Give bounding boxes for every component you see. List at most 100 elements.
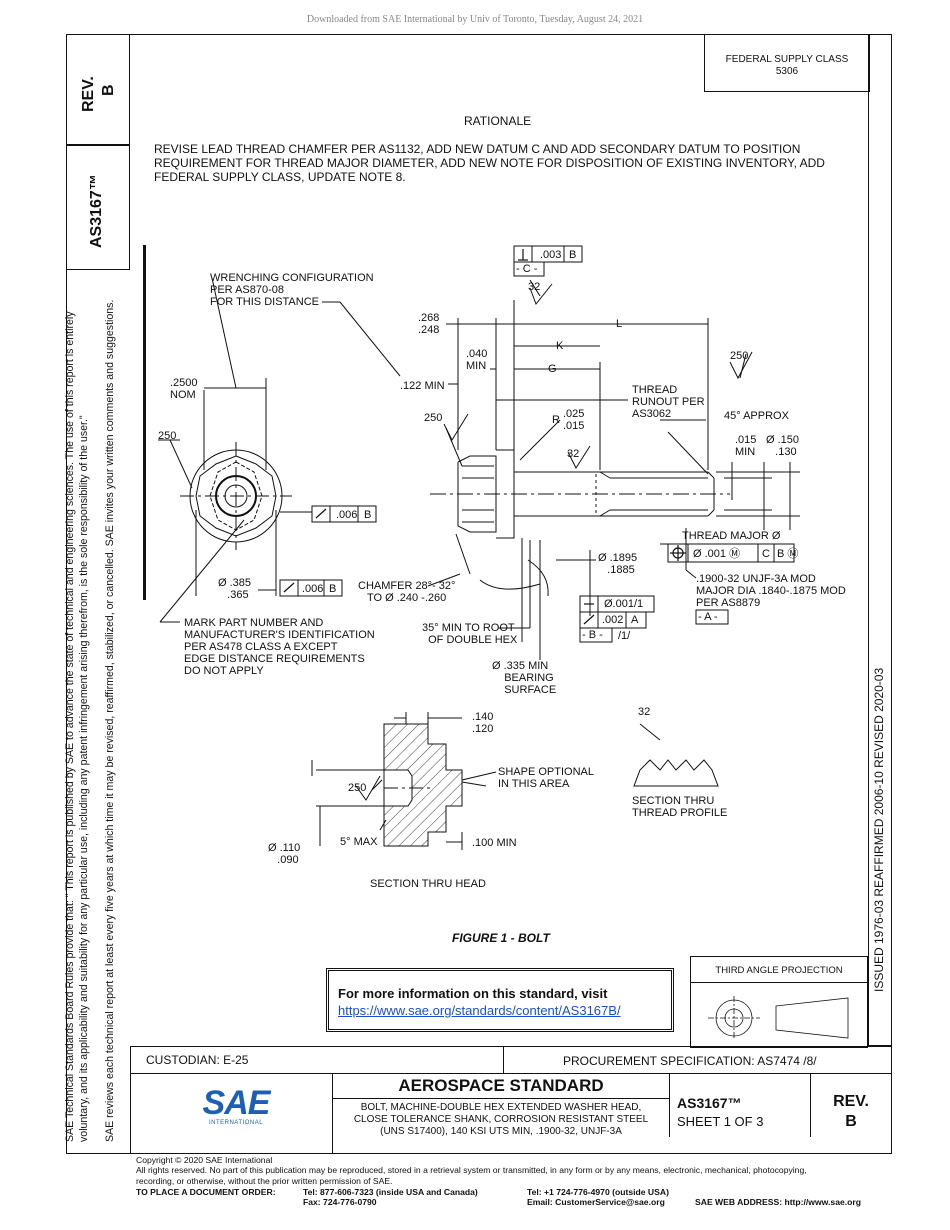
sae-logo-letters: SAE: [202, 1084, 271, 1122]
datum-c: - C -: [516, 263, 538, 275]
min-100: .100 MIN: [472, 837, 517, 849]
dia-1895: Ø .1895 .1885: [598, 552, 638, 576]
email: Email: CustomerService@sae.org: [527, 1197, 665, 1207]
section-thread-caption: SECTION THRU THREAD PROFILE: [632, 795, 728, 819]
tel-us: Tel: 877-606-7323 (inside USA and Canada…: [303, 1187, 478, 1197]
info-box-title: For more information on this standard, v…: [338, 986, 608, 1001]
sae-logo-sub: INTERNATIONAL: [208, 1120, 264, 1126]
dia-110: Ø .110 .090: [268, 842, 301, 866]
web-address: SAE WEB ADDRESS: http://www.sae.org: [695, 1197, 861, 1207]
side-view-bolt: [311, 279, 800, 850]
fsc-value: 5306: [775, 66, 799, 77]
surface-32-c: 32: [638, 706, 651, 718]
copyright: Copyright © 2020 SAE International: [136, 1155, 273, 1165]
perp-datum: B: [569, 249, 577, 261]
fsc-label: FEDERAL SUPPLY CLASS: [725, 54, 849, 65]
runout-tolerance-2: .006: [302, 583, 324, 595]
end-view-double-hex: [158, 277, 401, 623]
procurement-spec: PROCUREMENT SPECIFICATION: AS7474 /8/: [563, 1054, 817, 1068]
shape-optional-note: SHAPE OPTIONAL IN THIS AREA: [498, 766, 594, 790]
download-notice: Downloaded from SAE International by Uni…: [306, 14, 644, 25]
rationale-title: RATIONALE: [464, 114, 532, 128]
title-block: [130, 1046, 892, 1154]
root-35-note: 35° MIN TO ROOT OF DOUBLE HEX: [422, 622, 518, 646]
sae-logo: SAE INTERNATIONAL: [196, 1086, 276, 1126]
dim-G: G: [548, 363, 557, 375]
dim-268: .268 .248: [418, 312, 440, 336]
tel-outside: Tel: +1 724-776-4970 (outside USA): [527, 1187, 669, 1197]
dim-122: .122 MIN: [400, 380, 445, 392]
rights-line-1: All rights reserved. No part of this pub…: [136, 1165, 807, 1175]
radius-label: R: [552, 414, 560, 426]
fsc-box: [704, 34, 870, 92]
dia-385: Ø .385 .365: [218, 577, 252, 601]
title-rev-label: REV.: [833, 1093, 869, 1110]
max-5: 5° MAX: [340, 836, 378, 848]
position-datum-c: C: [762, 548, 770, 560]
mark-part-note: MARK PART NUMBER AND MANUFACTURER'S IDEN…: [184, 617, 375, 677]
projection-symbol-icon: [708, 996, 849, 1040]
custodian: CUSTODIAN: E-25: [146, 1053, 249, 1067]
standard-underline: [333, 1098, 669, 1099]
fax: Fax: 724-776-0790: [303, 1197, 377, 1207]
datum-b: - B -: [582, 629, 603, 641]
thread-major-label: THREAD MAJOR Ø: [682, 530, 781, 542]
title-doc-number: AS3167™: [677, 1095, 742, 1111]
surface-250-c: 250: [424, 412, 443, 424]
runout-tolerance-3: .002: [602, 614, 624, 626]
aerospace-standard: AEROSPACE STANDARD: [398, 1076, 604, 1095]
history-strip: [868, 34, 892, 1046]
position-tolerance: Ø .001 Ⓜ: [693, 548, 741, 560]
surface-250-b: 250: [730, 350, 749, 362]
dim-140: .140 .120: [472, 711, 494, 735]
title-rev-value: B: [845, 1113, 857, 1130]
position-datum-b: B Ⓜ: [777, 548, 799, 560]
min-015: .015 MIN: [735, 434, 757, 458]
dim-040: .040 MIN: [466, 348, 488, 372]
title-row-divider: [130, 1073, 892, 1074]
thread-runout-note: THREAD RUNOUT PER AS3062: [632, 384, 705, 420]
custodian-divider: [503, 1046, 504, 1073]
runout-datum-2: B: [329, 583, 337, 595]
section-head-caption: SECTION THRU HEAD: [370, 878, 486, 890]
surface-32-b: 32: [567, 448, 580, 460]
dim-K: K: [556, 340, 564, 352]
sheet-number: SHEET 1 OF 3: [677, 1114, 764, 1129]
doc-divider: [669, 1073, 670, 1137]
flatness-tolerance: Ø.001/1: [604, 598, 644, 610]
projection-label: THIRD ANGLE PROJECTION: [715, 965, 843, 976]
logo-divider: [332, 1073, 333, 1154]
rationale-text: REVISE LEAD THREAD CHAMFER PER AS1132, A…: [154, 142, 825, 184]
bearing-note: Ø .335 MIN BEARING SURFACE: [492, 660, 557, 696]
surface-32-a: 32: [528, 281, 541, 293]
rights-line-2: recording, or otherwise, without the pri…: [136, 1176, 393, 1186]
approx-45: 45° APPROX: [724, 410, 789, 422]
order-label: TO PLACE A DOCUMENT ORDER:: [136, 1187, 276, 1197]
chamfer-note: CHAMFER 28°- 32° TO Ø .240 -.260: [358, 580, 456, 604]
perp-tolerance: .003: [540, 249, 562, 261]
revision-bar: [143, 245, 146, 600]
wrenching-note: WRENCHING CONFIGURATION PER AS870-08 FOR…: [210, 272, 374, 308]
note-1-flag: /1/: [618, 630, 631, 642]
info-box: [326, 968, 674, 1032]
figure-caption: FIGURE 1 - BOLT: [452, 931, 550, 945]
radius-values: .025 .015: [563, 408, 585, 432]
dim-L: L: [616, 318, 623, 330]
runout-datum-1: B: [364, 509, 372, 521]
rev-box: [66, 34, 130, 145]
surface-250-d: 250: [348, 782, 367, 794]
doc-number-box: [66, 145, 130, 270]
datum-a: - A -: [698, 611, 718, 623]
part-description: BOLT, MACHINE-DOUBLE HEX EXTENDED WASHER…: [353, 1102, 649, 1137]
runout-tolerance-1: .006: [336, 509, 358, 521]
projection-box: [690, 956, 868, 1048]
rev-divider: [810, 1073, 811, 1137]
runout-datum-3: A: [631, 614, 639, 626]
dia-150: Ø .150 .130: [766, 434, 800, 458]
surface-250-a: 250: [158, 430, 177, 442]
nom-dim: .2500 NOM: [170, 377, 198, 401]
projection-divider: [690, 982, 868, 983]
thread-spec: .1900-32 UNJF-3A MOD MAJOR DIA .1840-.18…: [696, 573, 846, 609]
info-box-link[interactable]: https://www.sae.org/standards/content/AS…: [338, 1003, 621, 1018]
